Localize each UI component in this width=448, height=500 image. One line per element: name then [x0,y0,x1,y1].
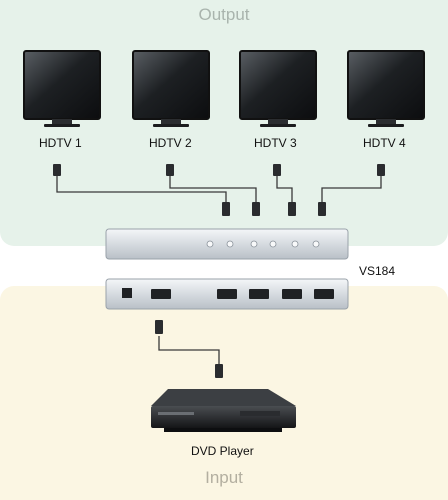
hdtv-1 [23,50,101,127]
hdtv-4-label: HDTV 4 [363,136,406,150]
dvd-player-label: DVD Player [191,444,254,458]
hdtv-2 [132,50,210,127]
hdtv-3 [239,50,317,127]
switch-rear-panel [105,278,349,310]
dvd-player [151,389,296,432]
hdtv-4 [347,50,425,127]
hdmi-plugs [53,164,385,378]
hdtv-1-label: HDTV 1 [39,136,82,150]
switch-front-panel [105,228,349,260]
hdtv-2-label: HDTV 2 [149,136,192,150]
output-title: Output [198,5,250,24]
output-cables [56,174,382,368]
input-title: Input [205,468,243,487]
switch-model-label: VS184 [359,264,396,278]
hdtv-3-label: HDTV 3 [254,136,297,150]
